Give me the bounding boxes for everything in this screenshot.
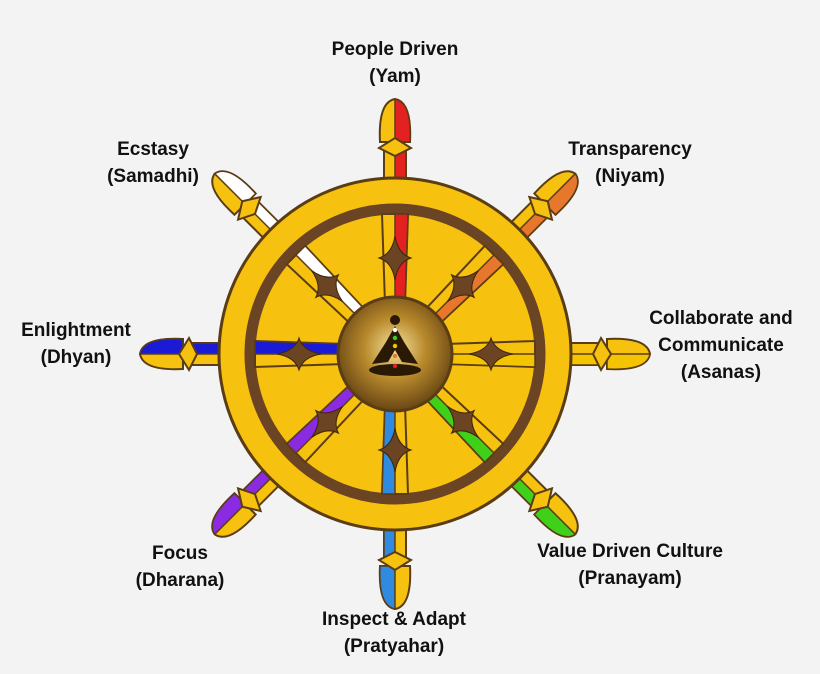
label-pranayam: Value Driven Culture (Pranayam) <box>505 538 755 592</box>
label-niyam: Transparency (Niyam) <box>540 136 720 190</box>
label-pratyahar: Inspect & Adapt (Pratyahar) <box>294 606 494 660</box>
hub <box>336 295 454 413</box>
spoke-yam <box>377 213 413 305</box>
spoke-niyam <box>421 244 505 328</box>
label-pratyahar-title: Inspect & Adapt <box>322 609 466 630</box>
label-samadhi: Ecstasy (Samadhi) <box>88 136 218 190</box>
spoke-pratyahar <box>377 403 413 495</box>
spoke-samadhi <box>285 244 369 328</box>
label-asanas-title: Collaborate and Communicate <box>649 308 793 356</box>
label-pranayam-title: Value Driven Culture <box>537 541 723 562</box>
label-samadhi-title: Ecstasy <box>117 139 189 160</box>
label-dharana-title: Focus <box>152 543 208 564</box>
label-niyam-title: Transparency <box>568 139 692 160</box>
label-yam-title: People Driven <box>331 39 459 60</box>
label-dhyan-title: Enlightment <box>21 320 131 341</box>
label-asanas-sub: (Asanas) <box>680 362 762 383</box>
inner-spokes-layer <box>254 213 536 495</box>
meditating-figure-icon <box>369 315 421 376</box>
label-samadhi-sub: (Samadhi) <box>107 166 199 187</box>
label-dhyan: Enlightment (Dhyan) <box>4 317 148 371</box>
label-pranayam-sub: (Pranayam) <box>578 568 682 589</box>
label-pratyahar-sub: (Pratyahar) <box>343 636 445 657</box>
label-dharana: Focus (Dharana) <box>110 540 250 594</box>
label-yam: People Driven (Yam) <box>300 36 490 90</box>
label-niyam-sub: (Niyam) <box>595 166 665 187</box>
spoke-asanas <box>444 336 536 372</box>
label-dhyan-sub: (Dhyan) <box>40 347 112 368</box>
spoke-dhyan <box>254 336 346 372</box>
spoke-dharana <box>285 380 369 464</box>
label-asanas: Collaborate and Communicate (Asanas) <box>630 305 812 386</box>
label-yam-sub: (Yam) <box>369 66 421 87</box>
label-dharana-sub: (Dharana) <box>135 570 225 591</box>
